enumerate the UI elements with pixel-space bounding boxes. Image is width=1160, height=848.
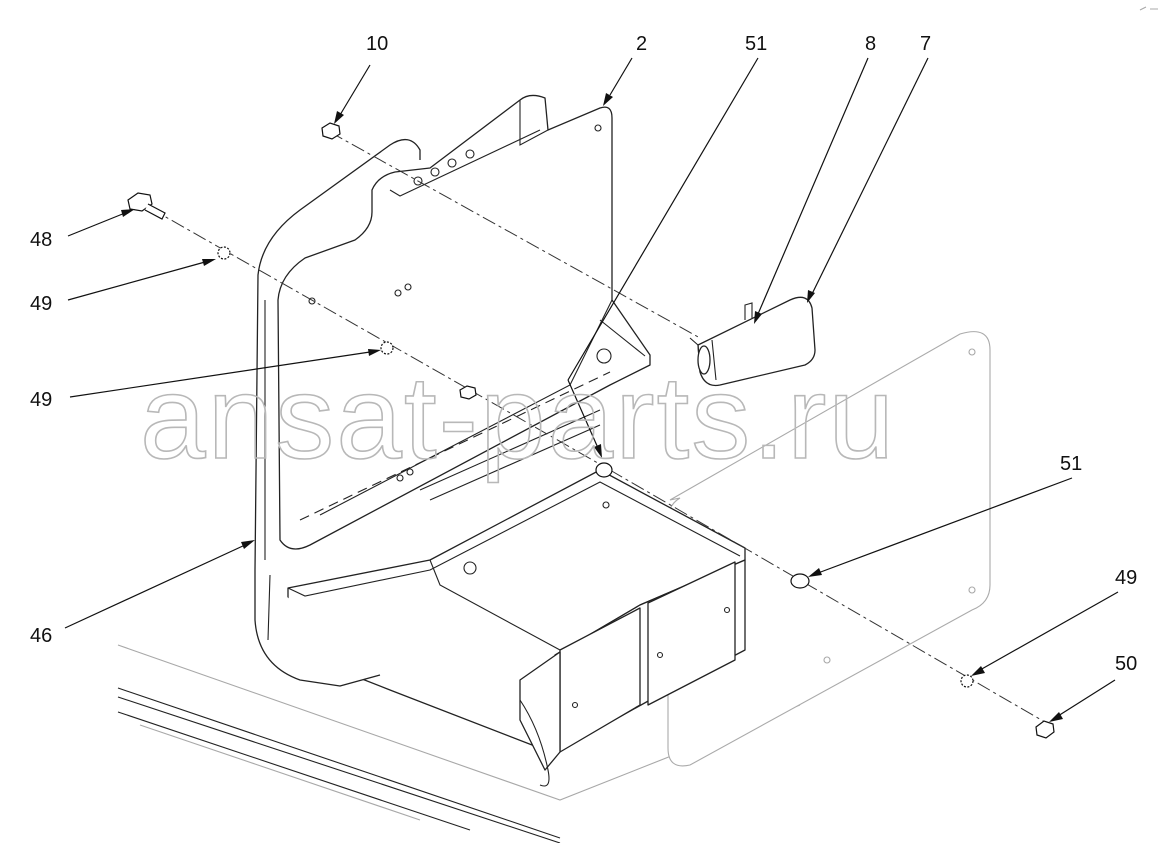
callout-7: 7 bbox=[920, 33, 931, 55]
nut-10 bbox=[321, 122, 341, 140]
nut-50 bbox=[1035, 720, 1055, 739]
lock-washer-49-mid bbox=[380, 341, 394, 355]
callout-50: 50 bbox=[1115, 653, 1137, 675]
callout-49-top: 49 bbox=[30, 293, 52, 315]
relay-unit bbox=[689, 296, 816, 387]
lower-housing bbox=[287, 469, 746, 787]
callout-49-mid: 49 bbox=[30, 389, 52, 411]
lock-washer-49-right bbox=[960, 674, 974, 688]
flat-washer-51-center bbox=[595, 462, 613, 478]
lock-washer-49-top bbox=[217, 246, 231, 260]
leader-lines bbox=[64, 57, 1119, 722]
callout-labels: 10 2 51 8 7 48 49 49 51 49 50 46 bbox=[30, 33, 1137, 675]
nut-rear bbox=[459, 385, 477, 400]
bolt-48 bbox=[127, 192, 166, 220]
flat-washer-51-right bbox=[790, 573, 810, 589]
callout-46: 46 bbox=[30, 625, 52, 647]
callout-49-right: 49 bbox=[1115, 567, 1137, 589]
watermark-text: ansat-parts.ru bbox=[140, 352, 896, 484]
hardware bbox=[127, 122, 1055, 739]
corner-mark bbox=[1139, 6, 1158, 11]
callout-2: 2 bbox=[636, 33, 647, 55]
callout-8: 8 bbox=[865, 33, 876, 55]
callout-51-right: 51 bbox=[1060, 453, 1082, 475]
assembly-axes bbox=[149, 131, 1051, 726]
callout-51-top: 51 bbox=[745, 33, 767, 55]
callout-10: 10 bbox=[366, 33, 388, 55]
callout-48: 48 bbox=[30, 229, 52, 251]
